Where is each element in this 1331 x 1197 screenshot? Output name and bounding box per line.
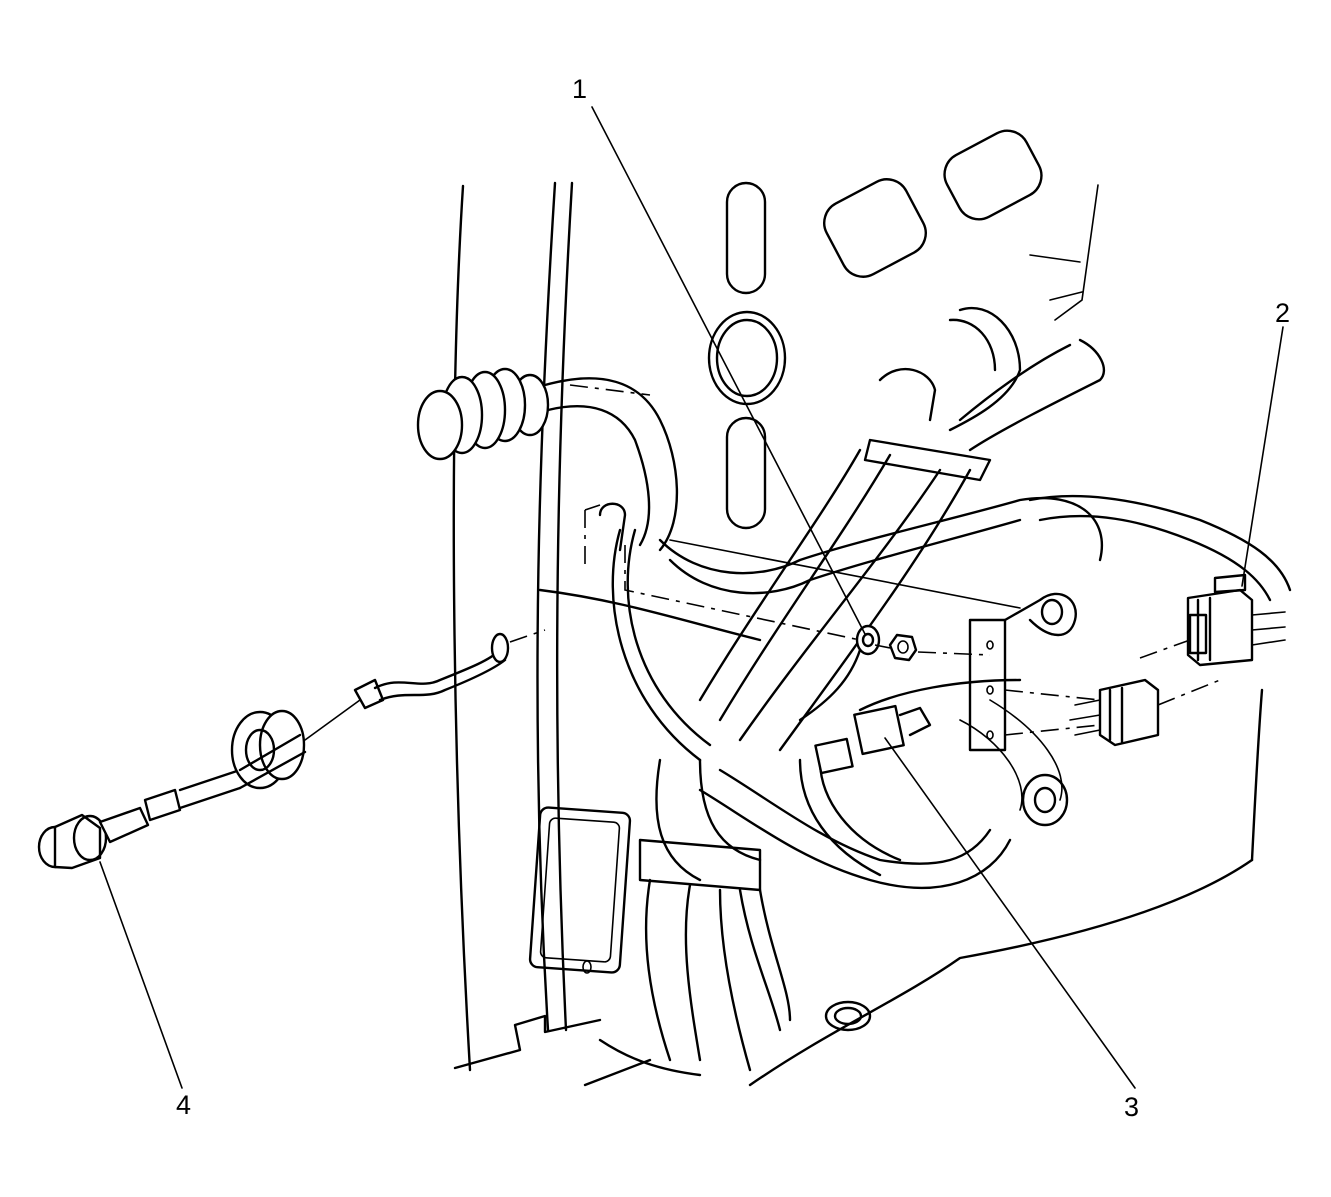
leader-line-2 xyxy=(1241,326,1284,587)
callout-2: 2 xyxy=(1275,298,1290,328)
main-harness xyxy=(598,307,1292,1077)
body-panel xyxy=(452,181,1264,1087)
leader-line-1 xyxy=(591,106,866,635)
small-connector xyxy=(814,704,932,775)
mounting-bracket xyxy=(968,592,1077,752)
sensor-assembly xyxy=(37,629,546,870)
callout-1: 1 xyxy=(572,74,587,104)
leader-lines xyxy=(99,106,1284,1089)
multi-pin-connector xyxy=(1004,573,1286,747)
leader-line-4 xyxy=(99,861,183,1089)
callout-4: 4 xyxy=(176,1090,191,1120)
upper-grommet xyxy=(416,367,679,552)
leader-line-3 xyxy=(884,737,1136,1089)
callout-3: 3 xyxy=(1124,1092,1139,1122)
panel-openings xyxy=(528,129,1043,974)
ground-eyelet xyxy=(584,502,1021,722)
